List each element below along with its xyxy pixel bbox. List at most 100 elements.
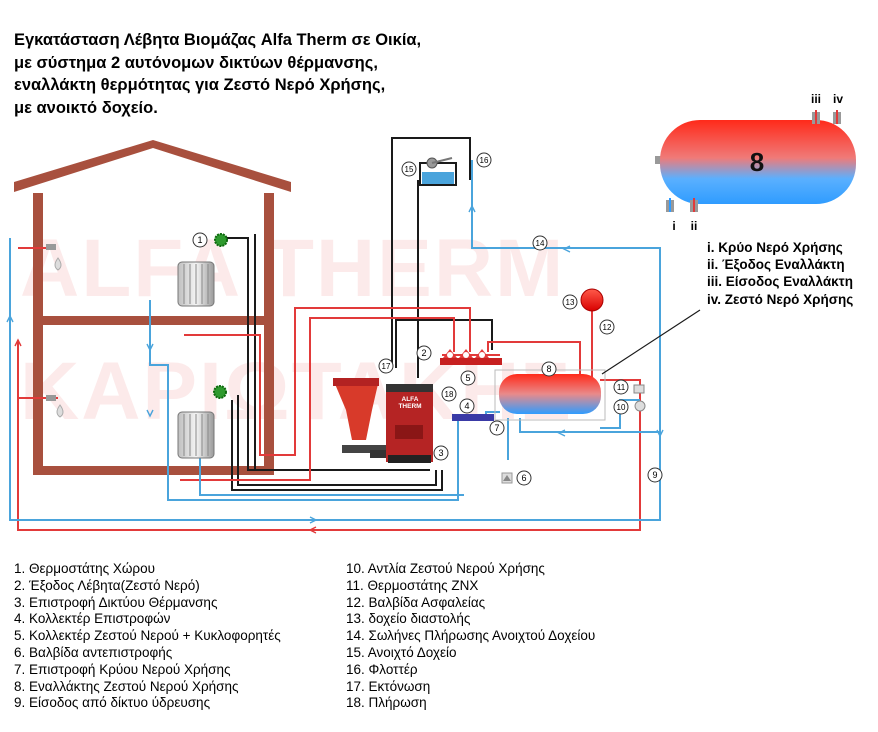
callout-8: 8 <box>541 361 557 377</box>
tank-port-iii: iii <box>811 92 821 106</box>
callout-6-text: 6 <box>521 473 526 483</box>
title-line-4: με ανοικτό δοχείο. <box>14 98 158 117</box>
callout-9: 9 <box>647 467 663 483</box>
boiler-label-1: ALFA <box>402 396 419 403</box>
pipes <box>9 137 661 531</box>
port-legend-item: ii. Έξοδος Εναλλάκτη <box>707 257 845 273</box>
radiator-icon-floor1 <box>177 411 215 459</box>
callout-18: 18 <box>441 386 457 402</box>
callout-12: 12 <box>599 319 615 335</box>
legend-item: 16. Φλοττέρ <box>346 661 418 677</box>
legend-item: 10. Αντλία Ζεστού Νερού Χρήσης <box>346 561 545 576</box>
tank-8-number: 8 <box>750 147 764 177</box>
boiler <box>386 384 433 463</box>
red-pipe-to-hx <box>487 341 581 378</box>
thermostat-icon-floor2 <box>214 233 228 247</box>
black-pipe-riser-2 <box>395 319 493 368</box>
legend-item: 3. Επιστροφή Δικτύου Θέρμανσης <box>14 594 218 610</box>
pump-icon <box>459 349 473 358</box>
dhw-pump-icon <box>634 400 646 412</box>
expansion-vessel-icon <box>580 288 604 312</box>
red-pipe-rad-bottom <box>180 317 455 481</box>
callout-16-text: 16 <box>480 156 489 165</box>
pump-icon <box>475 349 489 358</box>
legend-item: 18. Πλήρωση <box>346 695 427 711</box>
legend-item: 17. Εκτόνωση <box>346 678 431 694</box>
house-ground-slab <box>33 466 274 475</box>
house-wall-right <box>264 193 274 475</box>
thermostat-icon-floor1 <box>213 385 227 399</box>
legend-item: 8. Εναλλάκτης Ζεστού Νερού Χρήσης <box>14 678 239 694</box>
legend-item: 4. Κολλεκτέρ Επιστροφών <box>14 611 171 627</box>
callout-3-text: 3 <box>438 448 443 458</box>
port-legend: i. Κρύο Νερό Χρήσης ii. Έξοδος Εναλλάκτη… <box>707 239 853 308</box>
black-pipe-riser <box>391 137 471 368</box>
legend-right: 10. Αντλία Ζεστού Νερού Χρήσης 11. Θερμο… <box>346 561 595 712</box>
title-line-2: με σύστημα 2 αυτόνομων δικτύων θέρμανσης… <box>14 53 378 72</box>
legend-item: 11. Θερμοστάτης ΖΝΧ <box>346 577 479 593</box>
callout-7-text: 7 <box>494 423 499 433</box>
callout-10-text: 10 <box>617 403 626 412</box>
callout-13: 13 <box>562 294 578 310</box>
legend-item: 5. Κολλεκτέρ Ζεστού Νερού + Κυκλοφορητές <box>14 628 281 644</box>
black-pipe-loop-outer <box>231 400 443 491</box>
callout-15-text: 15 <box>405 165 414 174</box>
callout-14: 14 <box>532 235 548 251</box>
callout-5: 5 <box>460 370 476 386</box>
page-title: Εγκατάσταση Λέβητα Βιομάζας Alfa Therm σ… <box>14 29 484 119</box>
callout-3: 3 <box>433 445 449 461</box>
legend-left: 1. Θερμοστάτης Χώρου 2. Έξοδος Λέβητα(Ζε… <box>14 561 281 712</box>
legend-item: 1. Θερμοστάτης Χώρου <box>14 561 155 576</box>
callout-6: 6 <box>516 470 532 486</box>
black-pipe-loop-inner <box>237 395 437 486</box>
radiator-icon-floor2 <box>177 261 215 307</box>
blue-pipe-mains-2 <box>519 418 660 433</box>
port-legend-item: iv. Ζεστό Νερό Χρήσης <box>707 291 854 307</box>
port-legend-item: iii. Είσοδος Εναλλάκτη <box>707 274 853 290</box>
flow-arrows <box>6 204 664 534</box>
open-tank <box>419 157 457 186</box>
callout-1: 1 <box>192 232 208 248</box>
tap-icon-floor1 <box>46 395 64 418</box>
hot-collector-with-pumps <box>440 349 502 365</box>
pump-icon <box>443 349 457 358</box>
callout-2: 2 <box>416 345 432 361</box>
blue-pipe-rad-top <box>149 300 459 501</box>
callout-16: 16 <box>476 152 492 168</box>
house <box>14 140 291 475</box>
house-wall-left <box>33 193 43 475</box>
legend-item: 14. Σωλήνες Πλήρωσης Ανοιχτού Δοχείου <box>346 628 596 644</box>
tank-8 <box>655 110 856 212</box>
callout-5-text: 5 <box>465 373 470 383</box>
legend-item: 12. Βαλβίδα Ασφαλείας <box>346 594 486 610</box>
callout-11-text: 11 <box>617 383 626 392</box>
red-pipe-left-main <box>17 340 641 531</box>
return-collector <box>452 414 494 421</box>
pellet-feeder <box>333 378 388 458</box>
legend-item: 9. Είσοδος από δίκτυο ύδρευσης <box>14 695 211 711</box>
legend-item: 6. Βαλβίδα αντεπιστροφής <box>14 644 173 660</box>
red-pipe-hx-out <box>600 379 641 440</box>
check-valve-icon <box>501 472 513 484</box>
boiler-label-2: THERM <box>398 403 421 410</box>
callout-15: 15 <box>401 161 417 177</box>
title-line-1: Εγκατάσταση Λέβητα Βιομάζας Alfa Therm σ… <box>14 31 422 49</box>
heat-exchanger <box>494 369 606 421</box>
callout-12-text: 12 <box>603 323 612 332</box>
callouts: 1 2 3 4 5 6 7 8 9 10 11 12 13 14 15 16 1… <box>192 152 663 486</box>
callout-9-text: 9 <box>652 470 657 480</box>
callout-11: 11 <box>613 379 629 395</box>
callout-4-text: 4 <box>464 401 469 411</box>
dhw-thermostat-icon <box>633 384 645 394</box>
callout-leader <box>601 309 701 375</box>
legend-item: 2. Έξοδος Λέβητα(Ζεστό Νερό) <box>14 577 200 593</box>
title-line-3: εναλλάκτη θερμότητας για Ζεστό Νερό Χρήσ… <box>14 76 386 94</box>
blue-pipe-left-main <box>9 160 661 521</box>
callout-8-text: 8 <box>546 364 551 374</box>
callout-14-text: 14 <box>536 239 545 248</box>
tank-port-iv: iv <box>833 92 843 106</box>
callout-7: 7 <box>489 420 505 436</box>
callout-17: 17 <box>378 358 394 374</box>
house-floor-slab <box>33 316 274 325</box>
